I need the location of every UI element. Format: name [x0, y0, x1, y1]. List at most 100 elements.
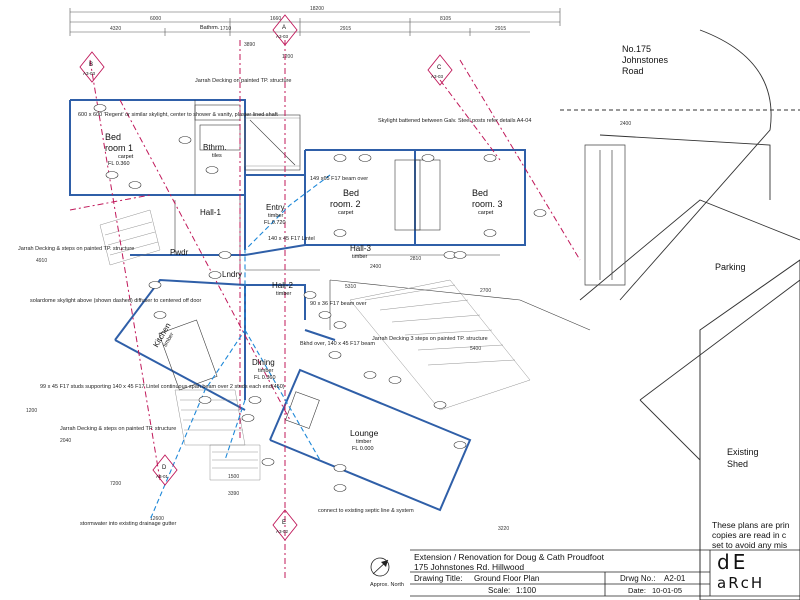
disclaimer-line-1: These plans are prin — [712, 520, 790, 530]
dim-row2-4: 2915 — [495, 26, 506, 32]
powder-label: Pwdr — [170, 248, 189, 257]
svg-text:A3-02: A3-02 — [276, 529, 289, 534]
date-label: Date: — [628, 586, 646, 595]
note-regent-skylight: 600 x 600 'Regent' or similar skylight, … — [78, 112, 278, 118]
window-tags — [93, 104, 547, 492]
lounge-level: FL 0.000 — [352, 446, 374, 452]
existing-shed-outline — [699, 259, 800, 600]
logo-line-1: dE — [717, 550, 749, 574]
lounge-floor: timber — [356, 439, 371, 445]
hall2-label: Hall-2 — [272, 281, 293, 290]
hall3-floor: timber — [352, 254, 367, 260]
parking-label: Parking — [715, 262, 746, 272]
bed1-label-2: room 1 — [105, 143, 133, 153]
section-lines — [69, 40, 581, 580]
dim-misc-16: 2400 — [620, 121, 631, 127]
bed1-floor: carpet — [118, 154, 134, 160]
note-lintel-140: 140 x 45 F17 Lintel — [268, 236, 315, 242]
logo-line-2: aRcH — [717, 574, 765, 592]
dim-misc-13: 5400 — [470, 346, 481, 352]
hall2-floor: timber — [276, 291, 291, 297]
svg-text:B: B — [89, 62, 93, 68]
dining-floor: timber — [258, 368, 273, 374]
top-dimension-strings — [69, 8, 561, 36]
disclaimer-line-2: copies are read in c — [712, 530, 787, 540]
lounge-label: Lounge — [350, 428, 379, 438]
date-value: 10-01-05 — [652, 586, 683, 595]
dim-misc-12: 12600 — [150, 516, 164, 522]
disclaimer-line-3: set to avoid any mis — [712, 540, 788, 550]
hall1-label: Hall-1 — [200, 208, 221, 217]
site-boundary — [560, 29, 800, 461]
note-jarrah-decking-3-steps: Jarrah Decking 3 steps on painted TP. st… — [372, 336, 488, 342]
entry-label: Entry — [266, 203, 285, 212]
dim-misc-11: 7200 — [110, 481, 121, 487]
address-line-2: Johnstones — [622, 55, 669, 65]
section-marker-d: D A3-01 — [152, 454, 178, 486]
svg-text:E: E — [282, 520, 286, 526]
dim-misc-9: 1200 — [26, 408, 37, 414]
svg-text:A3-03: A3-03 — [431, 74, 444, 79]
north-label: Approx. North — [370, 582, 404, 588]
note-solardome-skylight: solardome skylight above (shown dashed) … — [30, 298, 201, 304]
decks — [99, 117, 531, 481]
svg-text:C: C — [437, 65, 442, 71]
existing-shed-label-1: Existing — [727, 447, 759, 457]
section-marker-a: A A3-03 — [272, 14, 298, 46]
dim-top-seg-3: 8105 — [440, 16, 451, 22]
entry-level: FL 0.720 — [264, 220, 286, 226]
dim-row2-3: 2915 — [340, 26, 351, 32]
note-skylight-battened: Skylight battened between Galv. Steel po… — [378, 118, 531, 124]
north-arrow-icon — [370, 557, 390, 577]
section-marker-b: B A3-03 — [79, 51, 105, 83]
driveway — [584, 144, 626, 286]
bed3-floor: carpet — [478, 210, 494, 216]
scale-value: 1:100 — [516, 586, 537, 595]
svg-text:A3-03: A3-03 — [276, 34, 289, 39]
existing-shed-label-2: Shed — [727, 459, 748, 469]
bed1-label-1: Bed — [105, 132, 121, 142]
dim-misc-4: 2810 — [410, 256, 421, 262]
laundry-label: Lndry — [222, 270, 242, 279]
dim-misc-6: 5310 — [345, 284, 356, 290]
note-studs-lintel: 99 x 45 F17 studs supporting 140 x 45 F1… — [40, 384, 285, 390]
dim-misc-2: 1200 — [282, 54, 293, 60]
bathroom-floor: tiles — [212, 153, 222, 159]
address-line-3: Road — [622, 66, 644, 76]
bed2-floor: carpet — [338, 210, 354, 216]
dim-overall: 18200 — [310, 6, 324, 12]
house-walls — [69, 99, 526, 512]
svg-text:A: A — [282, 25, 286, 31]
note-beam-149: 149 x65 F17 beam over — [310, 176, 368, 182]
dim-row2-1: 4320 — [110, 26, 121, 32]
project-address: 175 Johnstones Rd. Hillwood — [414, 562, 525, 572]
entry-floor: timber — [268, 213, 283, 219]
note-stormwater: stormwater into existing drainage gutter — [80, 521, 176, 527]
bed2-label-2: room. 2 — [330, 199, 361, 209]
drawing-no: A2-01 — [664, 574, 686, 583]
bed3-label-2: room. 3 — [472, 199, 503, 209]
svg-text:A3-01: A3-01 — [156, 474, 169, 479]
dim-misc-7: 3390 — [228, 491, 239, 497]
drawing-no-label: Drwg No.: — [620, 574, 656, 583]
dim-misc-1: 3890 — [244, 42, 255, 48]
dim-misc-15: 4910 — [36, 258, 47, 264]
dim-top-seg-2: 1660 — [270, 16, 281, 22]
drawing-title: Ground Floor Plan — [474, 574, 540, 583]
note-jarrah-decking-top: Jarrah Decking on painted TP. structure — [195, 78, 291, 84]
practice-logo: dE aRcH — [713, 550, 799, 596]
bath-label: Bathrm. — [200, 25, 220, 31]
address-line-1: No.175 — [622, 44, 651, 54]
dim-misc-3: 2400 — [370, 264, 381, 270]
dining-level: FL 0.360 — [254, 375, 276, 381]
note-beam-90: 90 x 36 F17 beam over — [310, 301, 367, 307]
note-septic: connect to existing septic line & system — [318, 508, 414, 514]
dining-label: Dining — [252, 358, 275, 367]
project-title: Extension / Renovation for Doug & Cath P… — [414, 552, 604, 562]
internal-linework — [158, 100, 591, 429]
dim-row2-2: 1710 — [220, 26, 231, 32]
section-marker-c: C A3-03 — [427, 54, 453, 86]
svg-text:D: D — [162, 465, 167, 471]
svg-text:A3-03: A3-03 — [83, 71, 96, 76]
